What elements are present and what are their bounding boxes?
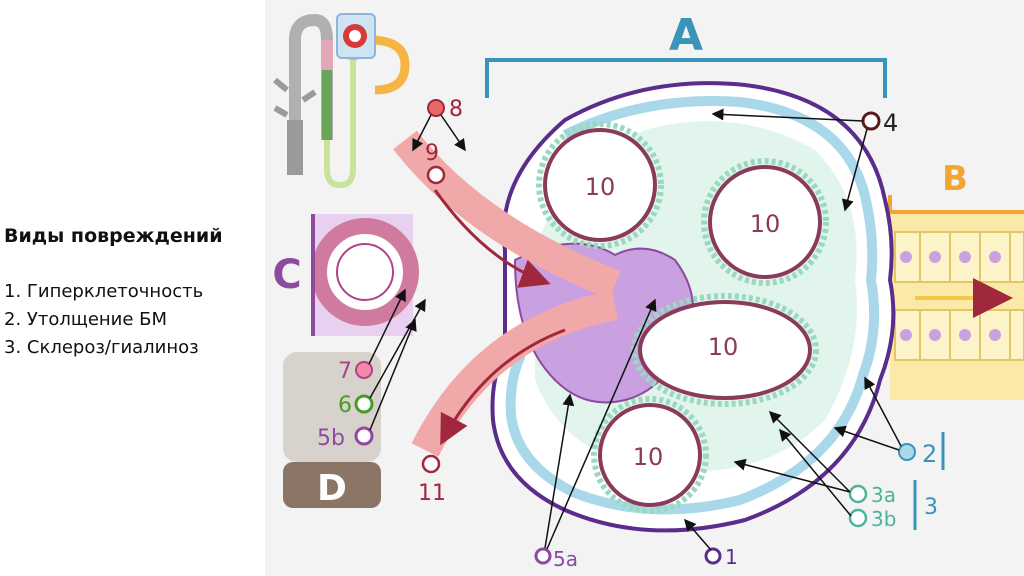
marker-2: 2: [833, 376, 945, 470]
marker-3b-label: 3b: [871, 507, 896, 531]
region-b-label: B: [942, 159, 968, 199]
marker-6: 6: [338, 298, 426, 418]
glomerulus-figure: A B 10 10 10: [265, 0, 1024, 576]
marker-1-label: 1: [725, 545, 738, 569]
capillary-loop-3-label: 10: [708, 333, 739, 361]
capillary-loop-4-label: 10: [633, 443, 664, 471]
arterioles: [393, 130, 621, 457]
marker-11: 11: [418, 454, 446, 506]
region-a-bracket: A: [485, 10, 887, 98]
marker-3a-label: 3a: [871, 483, 896, 507]
damage-list: 1. Гиперклеточность 2. Утолщение БМ 3. С…: [4, 278, 203, 362]
damage-item-bm-thickening: 2. Утолщение БМ: [4, 309, 168, 330]
capillary-loop-4: 10: [591, 396, 709, 514]
glomerulus-diagram: A B 10 10 10: [272, 10, 1024, 571]
marker-5a: 5a: [534, 298, 657, 571]
region-a-label: A: [669, 10, 703, 61]
marker-5b: 5b: [317, 318, 417, 451]
capillary-loop-2: 10: [701, 158, 829, 286]
marker-3-label: 3: [924, 495, 938, 520]
marker-4: 4: [711, 108, 898, 212]
left-text-panel: Виды повреждений 1. Гиперклеточность 2. …: [0, 0, 265, 576]
marker-6-label: 6: [338, 393, 352, 418]
marker-9: 9: [425, 141, 446, 185]
marker-1: 1: [684, 518, 738, 569]
marker-3: 3a 3b 3: [733, 410, 938, 531]
capillary-loop-2-label: 10: [750, 210, 781, 238]
capillary-loop-1: 10: [536, 121, 664, 249]
marker-11-label: 11: [418, 481, 446, 506]
marker-5b-label: 5b: [317, 426, 345, 451]
marker-5a-label: 5a: [553, 547, 578, 571]
region-c-label: C: [272, 252, 301, 298]
proximal-tubule: B: [888, 159, 1024, 400]
marker-7-label: 7: [338, 359, 352, 384]
marker-9-label: 9: [425, 141, 439, 166]
marker-8: 8: [412, 97, 466, 152]
damage-item-sclerosis: 3. Склероз/гиалиноз: [4, 337, 199, 358]
panel-title: Виды повреждений: [4, 225, 223, 247]
marker-4-label: 4: [883, 109, 898, 137]
marker-2-label: 2: [922, 440, 937, 468]
region-c-cluster: C: [272, 214, 419, 336]
nephron-icon: [273, 13, 410, 189]
region-d-label: D: [317, 468, 347, 509]
damage-item-hypercellularity: 1. Гиперклеточность: [4, 281, 204, 302]
capillary-loop-1-label: 10: [585, 173, 616, 201]
marker-8-label: 8: [449, 97, 463, 122]
capillary-loop-3: 10: [631, 293, 819, 407]
marker-7: 7: [338, 288, 406, 384]
